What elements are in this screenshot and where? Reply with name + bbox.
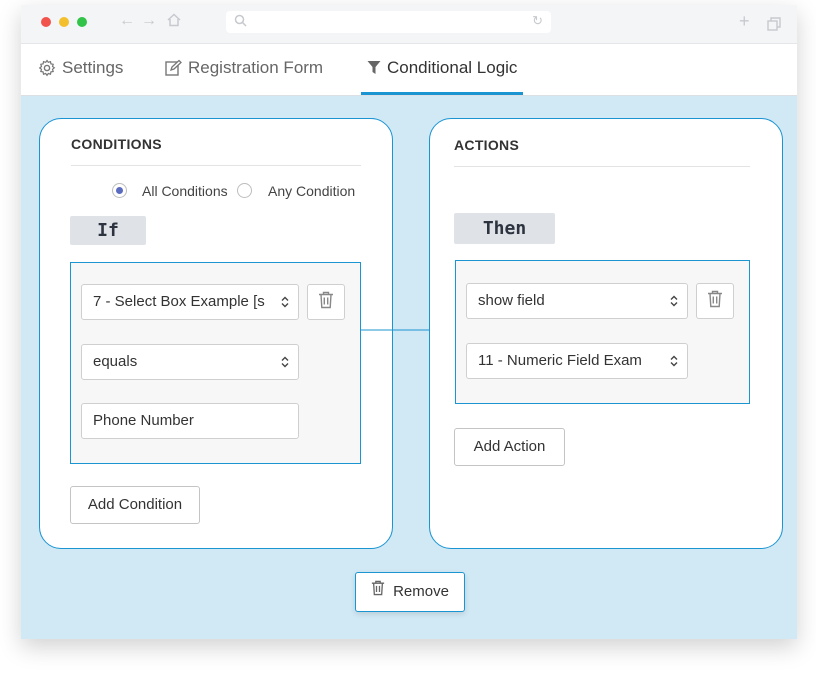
reload-icon[interactable]: ↻ bbox=[532, 13, 543, 28]
forward-arrow-icon[interactable]: → bbox=[141, 12, 157, 29]
select-updown-icon bbox=[670, 344, 678, 378]
remove-button[interactable]: Remove bbox=[355, 572, 465, 612]
add-condition-button[interactable]: Add Condition bbox=[70, 486, 200, 524]
action-target-select[interactable]: 11 - Numeric Field Exam bbox=[466, 343, 688, 379]
search-icon bbox=[234, 14, 247, 32]
duplicate-window-icon[interactable] bbox=[767, 15, 781, 36]
actions-panel: ACTIONS Then show field 11 - Numeric Fie… bbox=[429, 118, 783, 549]
actions-title: ACTIONS bbox=[454, 137, 520, 153]
actions-divider bbox=[454, 166, 750, 167]
tab-registration-form[interactable]: Registration Form bbox=[164, 44, 323, 92]
condition-group: 7 - Select Box Example [s equals Phone N… bbox=[70, 262, 361, 464]
select-updown-icon bbox=[281, 285, 289, 319]
conditions-panel: CONDITIONS All Conditions Any Condition … bbox=[39, 118, 393, 549]
select-updown-icon bbox=[281, 345, 289, 379]
condition-value-text: Phone Number bbox=[93, 412, 194, 429]
action-type-value: show field bbox=[478, 292, 545, 309]
address-bar[interactable]: ↻ bbox=[226, 11, 551, 33]
filter-icon bbox=[367, 60, 381, 76]
action-type-select[interactable]: show field bbox=[466, 283, 688, 319]
delete-action-button[interactable] bbox=[696, 283, 734, 319]
tab-registration-form-label: Registration Form bbox=[188, 58, 324, 77]
condition-field-select[interactable]: 7 - Select Box Example [s bbox=[81, 284, 299, 320]
condition-field-value: 7 - Select Box Example [s bbox=[93, 293, 265, 310]
browser-chrome: ← → ↻ + bbox=[21, 5, 797, 44]
then-label: Then bbox=[454, 213, 555, 244]
action-target-value: 11 - Numeric Field Exam bbox=[478, 352, 642, 369]
condition-operator-select[interactable]: equals bbox=[81, 344, 299, 380]
back-arrow-icon[interactable]: ← bbox=[119, 12, 135, 29]
browser-window: ← → ↻ + Settings Registration Form bbox=[21, 5, 797, 639]
condition-value-input[interactable]: Phone Number bbox=[81, 403, 299, 439]
trash-icon bbox=[707, 290, 723, 313]
close-window-dot[interactable] bbox=[41, 17, 51, 27]
conditions-divider bbox=[71, 165, 361, 166]
edit-form-icon bbox=[164, 59, 182, 77]
home-icon[interactable] bbox=[167, 13, 181, 32]
minimize-window-dot[interactable] bbox=[59, 17, 69, 27]
maximize-window-dot[interactable] bbox=[77, 17, 87, 27]
new-tab-icon[interactable]: + bbox=[739, 11, 750, 31]
tab-bar: Settings Registration Form Conditional L… bbox=[21, 44, 797, 96]
gear-icon bbox=[38, 59, 56, 77]
add-action-button[interactable]: Add Action bbox=[454, 428, 565, 466]
if-label: If bbox=[70, 216, 146, 245]
tab-conditional-logic-label: Conditional Logic bbox=[387, 58, 518, 77]
conditions-title: CONDITIONS bbox=[71, 136, 162, 152]
any-condition-radio[interactable] bbox=[237, 183, 252, 198]
delete-condition-button[interactable] bbox=[307, 284, 345, 320]
tab-conditional-logic[interactable]: Conditional Logic bbox=[361, 44, 524, 95]
tab-settings[interactable]: Settings bbox=[38, 44, 123, 92]
tab-settings-label: Settings bbox=[62, 58, 124, 77]
action-group: show field 11 - Numeric Field Exam bbox=[455, 260, 750, 404]
trash-icon bbox=[371, 573, 385, 611]
all-conditions-label: All Conditions bbox=[142, 183, 228, 199]
all-conditions-radio[interactable] bbox=[112, 183, 127, 198]
any-condition-label: Any Condition bbox=[268, 183, 356, 199]
remove-button-label: Remove bbox=[393, 583, 449, 600]
select-updown-icon bbox=[670, 284, 678, 318]
trash-icon bbox=[318, 291, 334, 314]
condition-operator-value: equals bbox=[93, 353, 138, 370]
